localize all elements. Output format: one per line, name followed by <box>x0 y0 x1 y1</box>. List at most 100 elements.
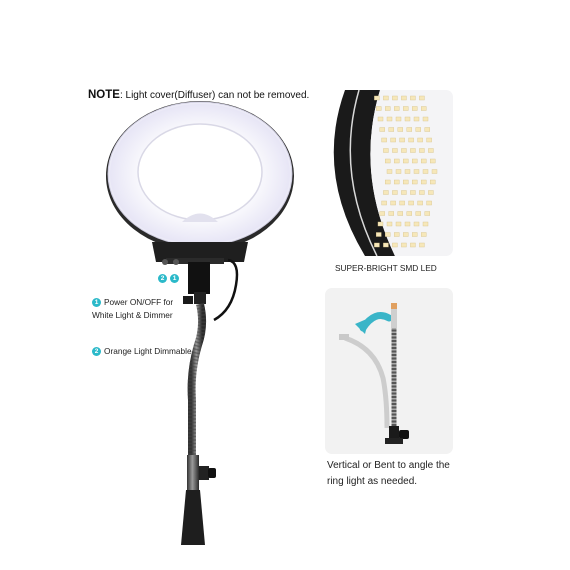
led-chip <box>399 137 405 143</box>
callout-text: Orange Light Dimmable <box>104 346 192 356</box>
led-chip <box>377 116 384 122</box>
led-chip <box>383 242 389 248</box>
led-chip <box>399 200 405 206</box>
led-chip <box>429 179 436 185</box>
ring-light-product <box>106 101 294 545</box>
led-chip <box>420 158 427 164</box>
led-chip <box>419 242 425 248</box>
led-chip <box>386 221 393 227</box>
led-chip <box>415 127 422 132</box>
led-chip <box>374 242 380 248</box>
led-chip <box>397 211 404 216</box>
power-cable <box>213 258 239 322</box>
led-chip <box>420 106 427 111</box>
led-chip <box>392 148 398 153</box>
led-chip <box>410 190 416 195</box>
led-chip <box>404 169 411 174</box>
led-chip <box>424 211 431 216</box>
led-chip <box>402 179 409 185</box>
led-chip <box>413 221 420 227</box>
led-chip <box>381 200 387 206</box>
led-chip <box>386 116 393 122</box>
led-chip <box>379 127 385 132</box>
led-grid <box>374 95 438 248</box>
led-chip <box>397 127 404 132</box>
led-chip <box>393 106 400 111</box>
note-body: : Light cover(Diffuser) can not be remov… <box>119 90 310 101</box>
led-chip <box>419 148 425 153</box>
led-chip <box>383 95 389 101</box>
led-chip <box>429 158 436 164</box>
control-badge-2: 2 <box>158 268 170 286</box>
led-chip <box>381 137 387 143</box>
led-chip <box>406 127 413 132</box>
led-chip <box>431 169 438 174</box>
control-badge-1: 1 <box>170 268 182 286</box>
callout-number-icon: 2 <box>92 347 101 356</box>
led-chip <box>428 148 434 153</box>
led-chip <box>379 211 385 216</box>
ring-light-illustration <box>106 101 294 545</box>
gooseneck <box>187 303 207 460</box>
led-chip <box>428 190 434 195</box>
led-chip <box>393 232 400 237</box>
callout-text: Power ON/OFF for White Light & Dimmer <box>92 297 174 320</box>
led-chip <box>388 127 394 132</box>
note-text: NOTE: Light cover(Diffuser) can not be r… <box>88 89 309 101</box>
led-chip <box>385 179 391 185</box>
led-chip <box>410 242 416 248</box>
led-chip <box>390 137 396 143</box>
led-chip <box>415 211 422 216</box>
led-chip <box>401 95 407 101</box>
led-chip <box>424 127 431 132</box>
led-closeup-image <box>333 90 453 256</box>
led-chip <box>395 116 402 122</box>
led-chip <box>410 95 416 101</box>
led-chip <box>426 200 432 206</box>
led-chip <box>402 232 409 237</box>
led-chip <box>402 106 409 111</box>
ring-body <box>106 101 294 251</box>
gooseneck-bend-image <box>339 303 409 444</box>
led-chip <box>393 158 400 164</box>
led-chip <box>417 137 423 143</box>
led-chip <box>390 200 396 206</box>
led-chip <box>417 200 423 206</box>
led-chip <box>422 169 429 174</box>
led-chip <box>404 221 411 227</box>
led-chip <box>404 116 411 122</box>
led-caption: SUPER-BRIGHT SMD LED <box>335 263 437 273</box>
led-chip <box>411 179 418 185</box>
led-chip <box>377 221 384 227</box>
led-chip <box>401 148 407 153</box>
led-chip <box>413 169 420 174</box>
led-chip <box>408 137 414 143</box>
led-chip <box>395 221 402 227</box>
gooseneck-panel <box>325 288 453 454</box>
led-chip <box>401 190 407 195</box>
led-chip <box>419 190 425 195</box>
led-chip <box>374 95 380 101</box>
control-box <box>152 242 248 265</box>
mount-bracket <box>183 262 210 304</box>
led-chip <box>392 95 398 101</box>
led-chip <box>383 190 389 195</box>
led-chip <box>422 116 429 122</box>
bend-arrow-icon <box>355 312 393 334</box>
led-chip <box>393 179 400 185</box>
led-chip <box>410 148 416 153</box>
led-chip <box>386 169 393 174</box>
led-chip <box>411 106 418 111</box>
led-chip <box>385 232 391 237</box>
led-chip <box>376 232 382 237</box>
led-chip <box>385 158 391 164</box>
led-chip <box>426 137 432 143</box>
led-closeup-panel <box>325 90 453 256</box>
led-chip <box>422 221 429 227</box>
led-chip <box>420 179 427 185</box>
led-chip <box>401 242 407 248</box>
led-chip <box>402 158 409 164</box>
led-chip <box>406 211 413 216</box>
